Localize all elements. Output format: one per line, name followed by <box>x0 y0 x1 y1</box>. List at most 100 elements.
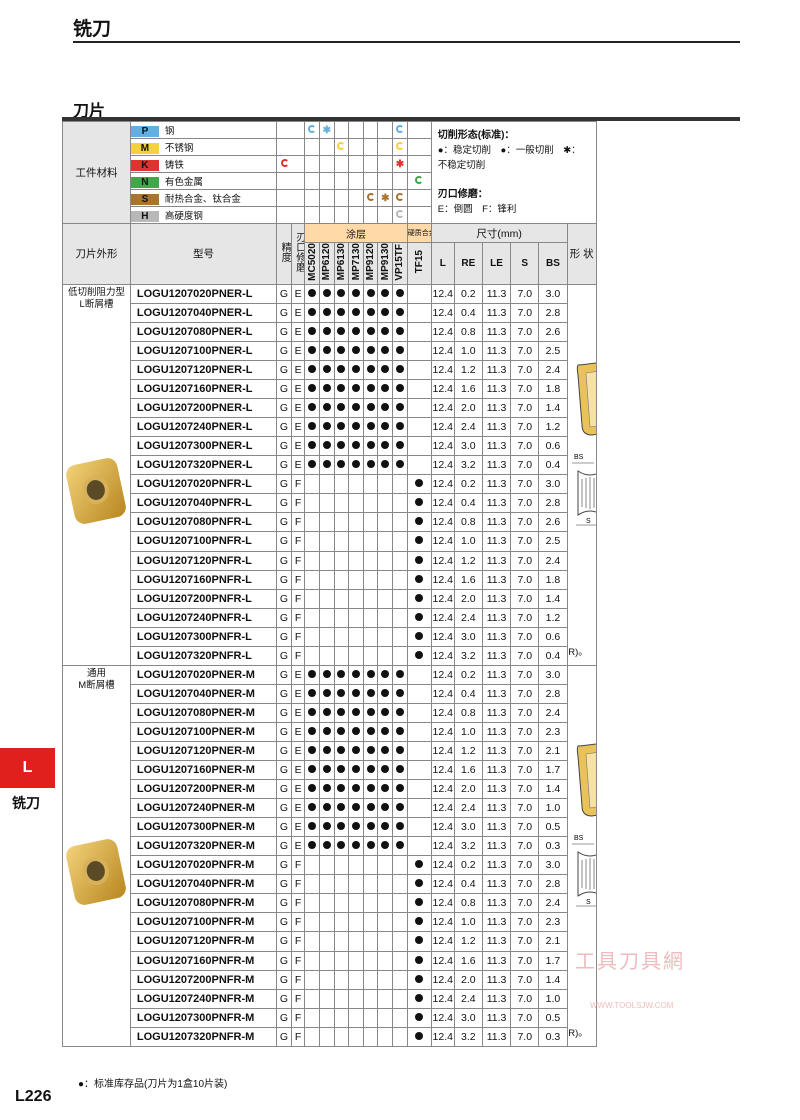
stock-cell <box>392 302 408 323</box>
stock-cell <box>377 1007 394 1028</box>
stock-cell <box>333 969 350 990</box>
stock-cell <box>304 912 320 933</box>
precision-header: 精度 <box>279 242 291 263</box>
dim-le: 11.3 <box>481 1026 512 1047</box>
stock-dot <box>322 746 331 754</box>
model-number: LOGU1207200PNER-L <box>129 398 278 419</box>
stock-dot <box>415 936 424 945</box>
dim-re: 0.2 <box>453 283 483 304</box>
stock-dot <box>381 707 390 716</box>
edge-prep-value: E <box>290 683 306 704</box>
stock-cell <box>318 283 335 304</box>
stock-cell <box>377 474 394 495</box>
stock-cell <box>348 1007 364 1028</box>
stock-cell <box>318 360 335 381</box>
general-cutting-icon <box>395 193 404 201</box>
dim-le: 11.3 <box>481 626 512 647</box>
stock-cell <box>333 340 350 362</box>
precision-value: G <box>276 740 292 762</box>
dim-bs: 0.5 <box>538 817 568 838</box>
dim-re: 0.2 <box>453 855 483 876</box>
stock-cell <box>304 969 320 990</box>
stock-cell <box>392 283 408 304</box>
dim-le: 11.3 <box>481 893 512 914</box>
model-number: LOGU1207080PNER-M <box>129 702 278 723</box>
stock-cell <box>318 417 335 438</box>
dim-l: 12.4 <box>430 931 455 952</box>
stock-cell <box>348 798 364 819</box>
stock-cell <box>304 721 320 742</box>
model-number: LOGU1207080PNFR-M <box>129 893 278 914</box>
dim-bs: 1.7 <box>538 950 568 971</box>
dim-re: 0.2 <box>453 474 483 495</box>
workpiece-header: 工件材料 <box>62 121 131 224</box>
stock-cell <box>348 626 364 647</box>
edge-prep-value: E <box>290 702 306 723</box>
stock-cell <box>362 683 379 704</box>
stock-dot <box>395 403 404 412</box>
stock-cell <box>304 417 320 438</box>
model-number: LOGU1207120PNER-M <box>129 740 278 762</box>
stock-cell <box>392 740 408 762</box>
dim-s: 7.0 <box>510 760 540 781</box>
dim-re: 3.2 <box>453 645 483 666</box>
dim-bs: 2.5 <box>538 531 568 552</box>
stock-cell <box>377 321 394 343</box>
dim-bs: 2.8 <box>538 683 568 704</box>
stock-cell <box>406 1007 432 1028</box>
stock-dot <box>337 326 346 335</box>
model-number: LOGU1207120PNFR-M <box>129 931 278 952</box>
stock-dot <box>366 803 375 812</box>
stock-dot <box>366 422 375 431</box>
dim-s: 7.0 <box>510 474 540 495</box>
dim-l: 12.4 <box>430 417 455 438</box>
stock-cell <box>392 988 408 1009</box>
stock-cell <box>392 569 408 590</box>
dim-l: 12.4 <box>430 493 455 514</box>
stock-dot <box>366 765 375 774</box>
stock-cell <box>304 474 320 495</box>
precision-value: G <box>276 493 292 514</box>
dim-s: 7.0 <box>510 969 540 990</box>
stock-cell <box>348 760 364 781</box>
dim-l: 12.4 <box>430 740 455 762</box>
dim-s: 7.0 <box>510 493 540 514</box>
dim-le: 11.3 <box>481 664 512 685</box>
stock-dot <box>322 307 331 316</box>
dim-bs: 2.3 <box>538 912 568 933</box>
stock-cell <box>406 664 432 685</box>
stock-cell <box>304 950 320 971</box>
stock-cell <box>304 379 320 400</box>
stock-cell <box>392 1007 408 1028</box>
material-code: N <box>131 177 159 188</box>
stock-cell <box>406 512 432 533</box>
dim-le: 11.3 <box>481 569 512 590</box>
stock-dot <box>415 593 424 602</box>
stock-cell <box>362 474 379 495</box>
stock-dot <box>337 669 346 678</box>
category-label: 低切削阻力型 L断屑槽 <box>67 286 125 310</box>
stock-cell <box>406 360 432 381</box>
stock-cell <box>362 664 379 685</box>
stock-cell <box>392 512 408 533</box>
dim-l: 12.4 <box>430 360 455 381</box>
edge-prep-value: E <box>290 417 306 438</box>
model-number: LOGU1207200PNFR-M <box>129 969 278 990</box>
dim-bs: 2.4 <box>538 702 568 723</box>
stock-cell <box>318 588 335 609</box>
stock-cell <box>362 855 379 876</box>
stock-cell <box>362 531 379 552</box>
stock-dot <box>308 384 317 393</box>
dim-s: 7.0 <box>510 912 540 933</box>
stock-dot <box>381 288 390 297</box>
stock-cell <box>406 398 432 419</box>
stock-cell <box>348 531 364 552</box>
edge-prep-value: E <box>290 379 306 400</box>
precision-value: G <box>276 988 292 1009</box>
